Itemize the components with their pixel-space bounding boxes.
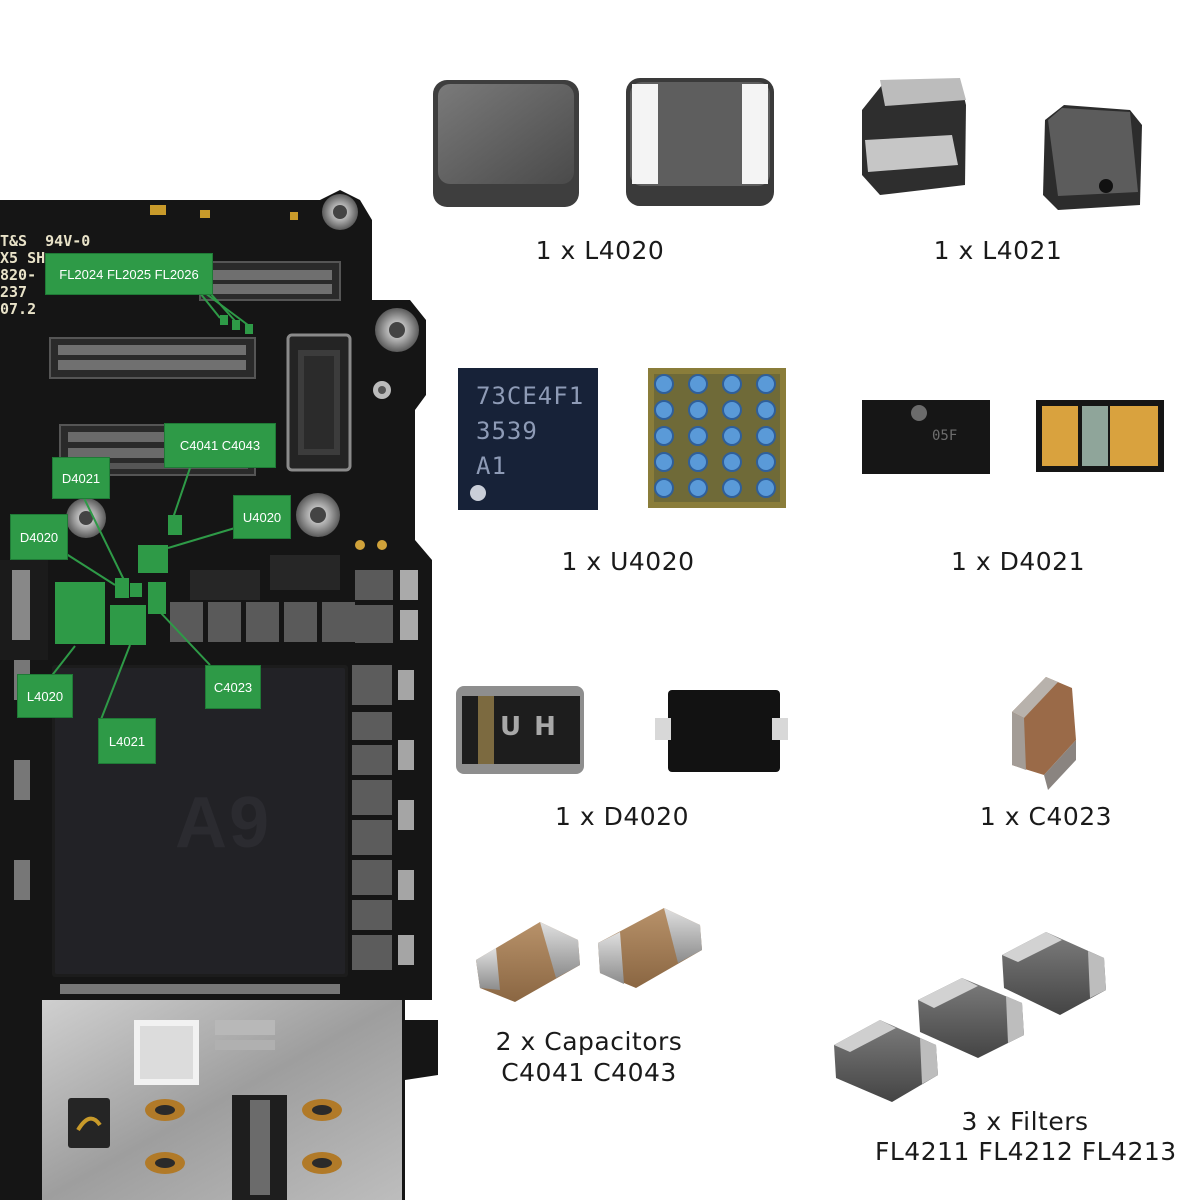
caption-l4021: 1 x L4021 [933, 236, 1063, 265]
callout-d4020: D4020 [10, 514, 68, 560]
capacitor-c4041 [476, 922, 580, 1002]
bga-ball [688, 478, 708, 498]
caption-filters-line1: 3 x Filters [961, 1107, 1089, 1136]
u4020-marking-line-3: A1 [476, 452, 507, 480]
bga-ball [756, 426, 776, 446]
caption-l4020: 1 x L4020 [535, 236, 665, 265]
filter-fl4213 [1002, 932, 1106, 1015]
logic-board: T&S 94V-0 X5 SH 820- 237 07.2 A9 FL2024 … [0, 0, 440, 1200]
bga-ball [722, 374, 742, 394]
a9-chip-marking: A9 [175, 783, 272, 863]
callout-d4021: D4021 [52, 457, 110, 499]
callout-c4023: C4023 [205, 665, 261, 709]
d4021-diode-top [862, 400, 990, 474]
l4021-inductor-b [1043, 105, 1142, 210]
bga-ball [688, 374, 708, 394]
gold-contacts [145, 1099, 342, 1174]
callout-u4020: U4020 [233, 495, 291, 539]
u4020-marking-line-1: 73CE4F1 [476, 382, 585, 410]
bga-ball [722, 452, 742, 472]
connector-vertical [286, 333, 352, 472]
bga-ball [654, 452, 674, 472]
caption-d4020: 1 x D4020 [555, 802, 689, 831]
caption-u4020: 1 x U4020 [561, 547, 695, 576]
bga-ball [756, 452, 776, 472]
u4020-chip-bottom [648, 368, 786, 508]
bga-ball [722, 426, 742, 446]
d4021-diode-bottom [1036, 400, 1164, 472]
caption-d4021: 1 x D4021 [951, 547, 1085, 576]
bga-ball [756, 478, 776, 498]
connector-top [199, 261, 341, 301]
silkscreen-line-4: 237 [0, 283, 28, 301]
l4020-inductor-a [433, 80, 579, 207]
highlighted-parts [55, 315, 253, 645]
bga-ball [688, 426, 708, 446]
d4020-diode-b [655, 690, 788, 772]
caption-capacitors-line1: 2 x Capacitors [495, 1027, 683, 1056]
caption-capacitors-line2: C4041 C4043 [501, 1058, 677, 1087]
c4023-capacitor [1012, 677, 1076, 790]
bga-ball [722, 400, 742, 420]
filter-fl4211 [834, 1020, 938, 1102]
connector-middle [49, 337, 256, 379]
bga-ball [722, 478, 742, 498]
callout-c4041-c4043: C4041 C4043 [164, 423, 276, 468]
silkscreen-line-1: T&S 94V-0 [0, 232, 91, 250]
processor-side-pads [352, 665, 414, 970]
caption-c4023: 1 x C4023 [979, 802, 1113, 831]
d4020-marking: U H [500, 712, 558, 742]
l4021-inductor-a [862, 78, 966, 195]
capacitor-c4043 [598, 908, 702, 988]
bga-ball [756, 400, 776, 420]
filter-fl4212 [918, 978, 1024, 1058]
bga-ball [688, 400, 708, 420]
bga-ball [654, 426, 674, 446]
silkscreen-line-3: 820- [0, 266, 37, 284]
logic-board-drawing [0, 190, 438, 1200]
u4020-marking-line-2: 3539 [476, 417, 538, 445]
bga-ball [654, 374, 674, 394]
callout-fl2024-fl2026: FL2024 FL2025 FL2026 [45, 253, 213, 295]
u4020-ball-grid [654, 374, 776, 498]
silkscreen-line-5: 07.2 [0, 300, 37, 318]
leader-lines [49, 292, 253, 723]
bga-ball [756, 374, 776, 394]
callout-l4020: L4020 [17, 674, 73, 718]
bga-ball [654, 400, 674, 420]
bga-ball [688, 452, 708, 472]
l4020-inductor-b [626, 78, 774, 206]
caption-filters-line2: FL4211 FL4212 FL4213 [875, 1137, 1177, 1166]
component-grid [170, 555, 418, 643]
silkscreen-line-2: X5 SH [0, 249, 46, 267]
bga-ball [654, 478, 674, 498]
callout-l4021: L4021 [98, 718, 156, 764]
d4021-marking: 05F [932, 428, 958, 444]
